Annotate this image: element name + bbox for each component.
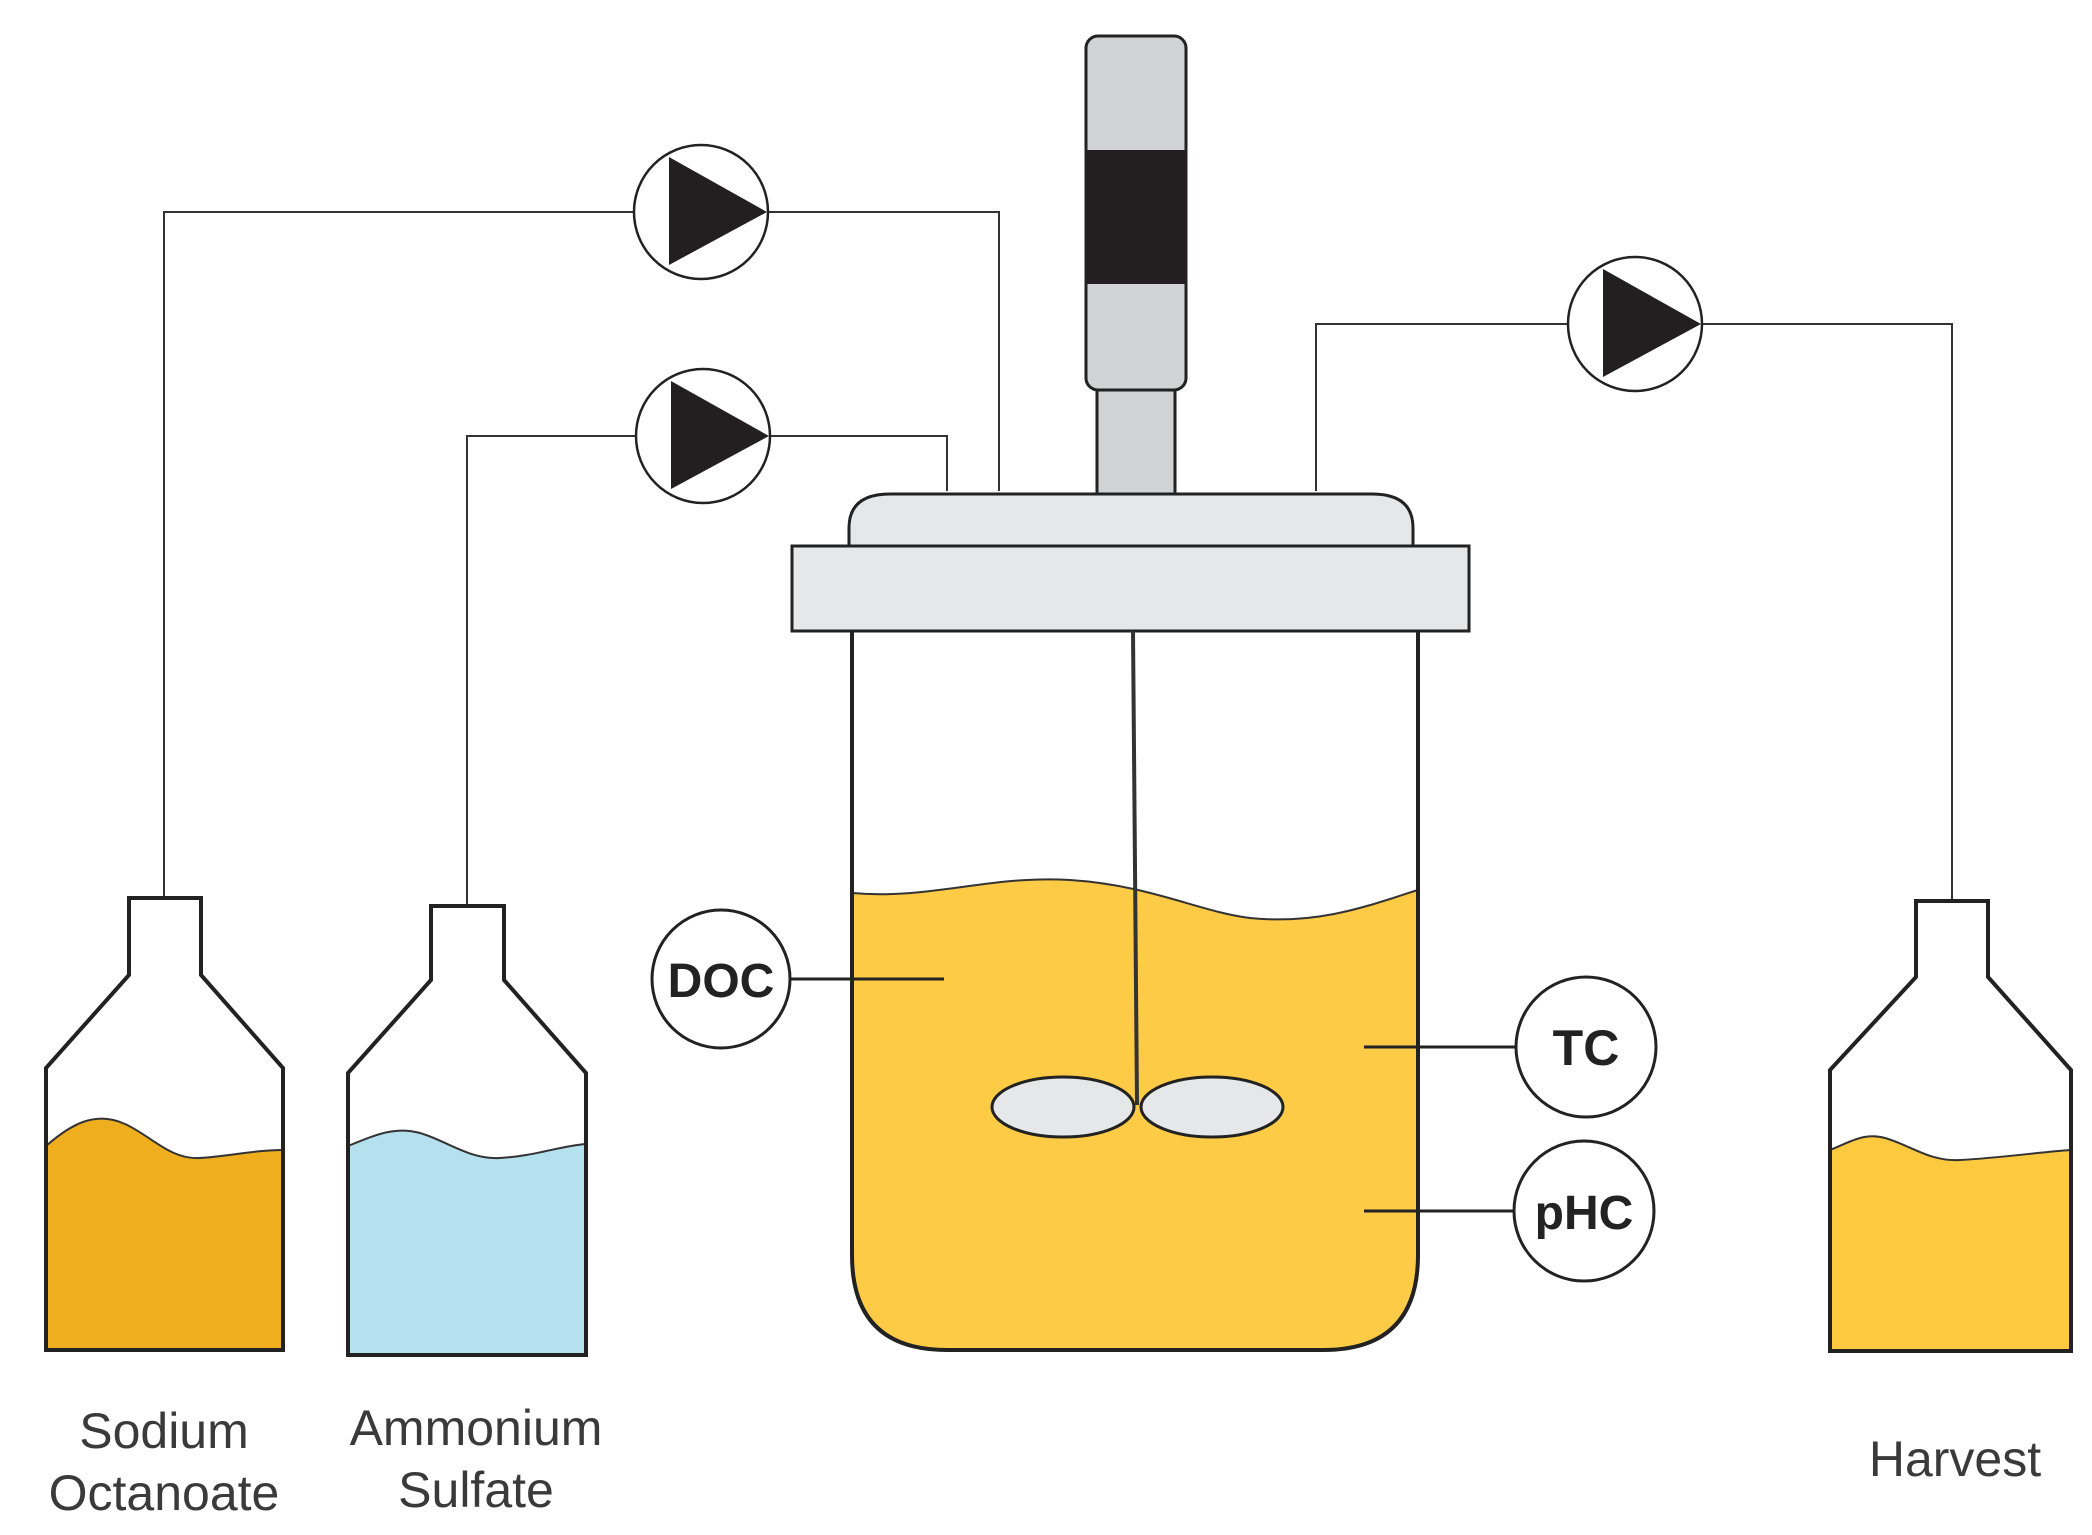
bottle-sodium-liquid (46, 1118, 283, 1350)
pump-ammonium (634, 367, 772, 505)
stirrer-shaft (1131, 630, 1139, 1106)
bottle-harvest-label: Harvest (1869, 1431, 2041, 1487)
sodium-feed-tube (163, 211, 634, 898)
reactor-lid-flange (790, 544, 1471, 633)
pump-harvest (1566, 255, 1704, 393)
probe-doc: DOC (650, 908, 944, 1050)
impeller-blade-right (1139, 1075, 1285, 1139)
probe-phc-circle (1512, 1139, 1656, 1283)
reactor-lid-dome (847, 492, 1415, 550)
sodium-feed-tube-to-reactor (768, 211, 1000, 491)
pump-sodium-arrow-icon (669, 157, 767, 265)
bottle-ammonium-sulfate: Ammonium Sulfate (346, 904, 603, 1518)
reactor-vessel-wall (850, 630, 1420, 1352)
bottle-harvest-surface (1830, 1135, 2071, 1162)
probe-tc-circle (1514, 975, 1658, 1119)
pump-harvest-arrow-icon (1603, 269, 1701, 377)
bottle-ammonium-label-line1: Ammonium (350, 1400, 603, 1456)
reactor-liquid (852, 879, 1418, 1350)
reactor-liquid-surface (852, 878, 1418, 921)
bottle-ammonium-label-line2: Sulfate (398, 1462, 554, 1518)
harvest-tube (1702, 323, 1953, 901)
bottle-ammonium-liquid (348, 1130, 586, 1355)
pump-ammonium-arrow-icon (671, 381, 769, 489)
bottle-sodium-octanoate: Sodium Octanoate (44, 896, 285, 1521)
probe-phc-label: pHC (1535, 1187, 1634, 1240)
impeller-blade-left (990, 1075, 1136, 1139)
bottle-harvest-outline (1828, 899, 2073, 1353)
bottle-sodium-outline (44, 896, 285, 1352)
tubing (163, 211, 1953, 906)
ammonium-feed-tube-to-reactor (770, 435, 948, 491)
bottle-sodium-label-line2: Octanoate (49, 1465, 280, 1521)
probe-doc-circle (650, 908, 792, 1050)
probe-tc-label: TC (1553, 1020, 1620, 1076)
pump-sodium (632, 143, 770, 281)
bottle-harvest-liquid (1830, 1136, 2071, 1351)
bottle-sodium-surface (46, 1117, 283, 1160)
motor-shaft-housing (1095, 384, 1177, 498)
ammonium-feed-tube (466, 435, 636, 906)
bottle-ammonium-surface (348, 1129, 586, 1160)
bottle-sodium-label-line1: Sodium (79, 1403, 249, 1459)
harvest-tube-from-reactor (1315, 323, 1568, 491)
probe-doc-label: DOC (668, 955, 775, 1008)
bottle-ammonium-outline (346, 904, 588, 1357)
probe-tc: TC (1364, 975, 1658, 1119)
motor-band (1086, 150, 1186, 284)
bottle-harvest: Harvest (1828, 899, 2073, 1487)
probe-phc: pHC (1364, 1139, 1656, 1283)
reactor (790, 492, 1471, 1352)
stirrer-motor (1084, 34, 1188, 498)
